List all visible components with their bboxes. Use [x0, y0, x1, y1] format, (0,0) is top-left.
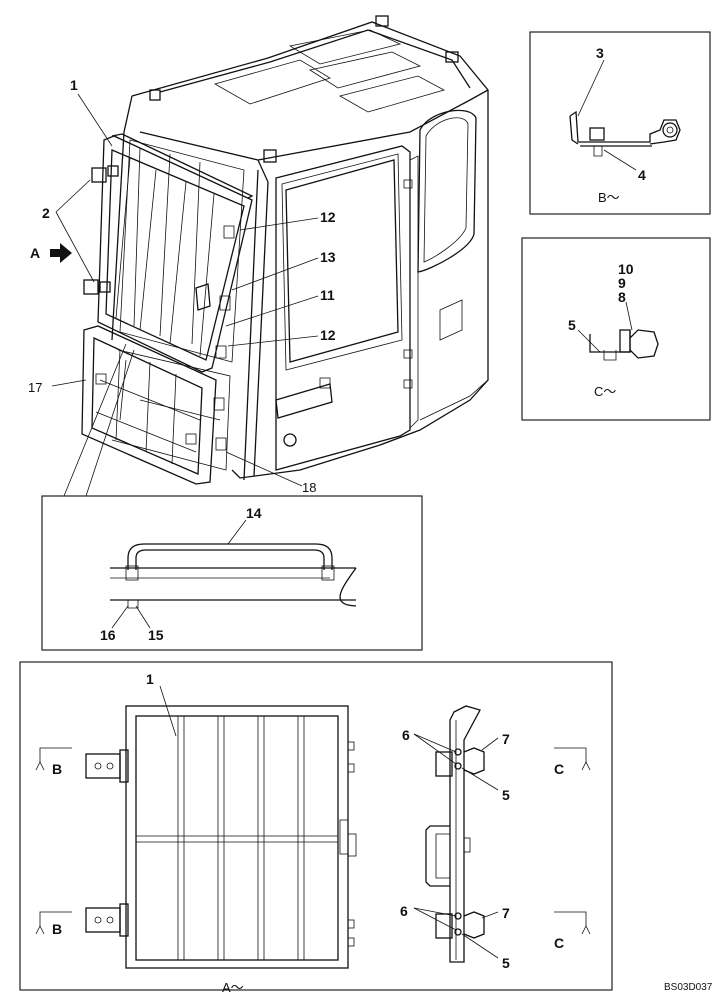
label-6-upper: 6: [402, 727, 410, 743]
cab-drawing: [111, 15, 489, 481]
front-guard-lower: [81, 325, 227, 485]
view-a-label: A: [30, 245, 40, 261]
label-7-lower: 7: [502, 905, 510, 921]
label-1: 1: [70, 77, 78, 93]
label-7-upper: 7: [502, 731, 510, 747]
label-14: 14: [246, 505, 262, 521]
drawing-code: BS03D037: [664, 982, 713, 993]
label-8: 8: [618, 289, 626, 305]
label-5-detail-c: 5: [568, 317, 576, 333]
arrow-right-icon: [50, 243, 72, 263]
label-11: 11: [320, 287, 335, 303]
detail-c-caption: C～: [594, 384, 616, 399]
view-a-box: 1 B B C C 6 7 5 6 7 5 A～: [19, 661, 613, 995]
detail-b-box: 3 4 B～: [529, 31, 711, 215]
view-a-caption: A～: [222, 980, 244, 995]
front-guard-upper: [83, 133, 254, 373]
label-5-lower: 5: [502, 955, 510, 971]
label-13: 13: [320, 249, 336, 265]
label-12-upper: 12: [320, 209, 336, 225]
label-6-lower: 6: [400, 903, 408, 919]
section-c-top: C: [554, 761, 564, 777]
section-c-bottom: C: [554, 935, 564, 951]
detail-c-box: 10 9 8 5 C～: [521, 237, 711, 421]
label-2: 2: [42, 205, 50, 221]
label-5-upper: 5: [502, 787, 510, 803]
leader-lines-main: [51, 93, 319, 497]
label-1-view-a: 1: [146, 671, 154, 687]
label-4: 4: [638, 167, 646, 183]
label-12-lower: 12: [320, 327, 336, 343]
section-b-bottom: B: [52, 921, 62, 937]
label-17: 17: [28, 380, 42, 395]
label-16: 16: [100, 627, 116, 643]
section-b-top: B: [52, 761, 62, 777]
label-3: 3: [596, 45, 604, 61]
view-arrow-a: A: [30, 243, 72, 263]
detail-b-caption: B～: [598, 190, 620, 205]
label-15: 15: [148, 627, 164, 643]
handle-detail-box: 14 16 15: [41, 495, 423, 651]
label-18: 18: [302, 480, 316, 495]
label-10: 10: [618, 261, 634, 277]
label-9: 9: [618, 275, 626, 291]
